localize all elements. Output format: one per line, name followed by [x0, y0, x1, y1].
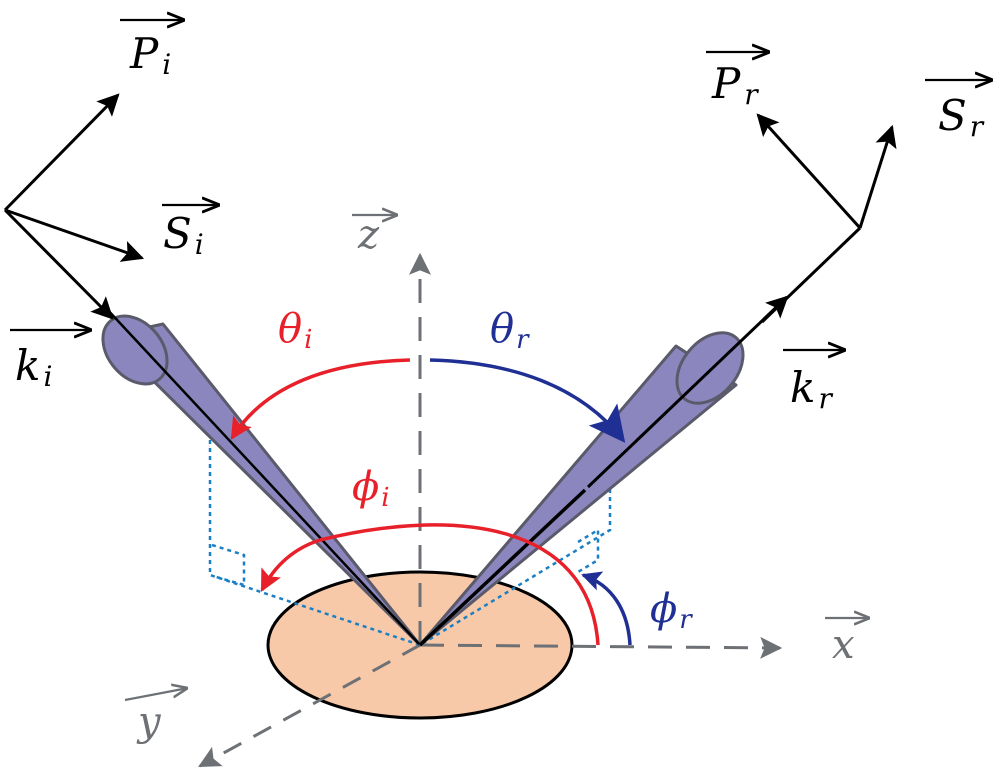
incident-vectors — [3, 93, 145, 320]
y-axis-label: y — [136, 699, 162, 745]
y-axis — [198, 643, 421, 768]
reflected-vectors — [586, 113, 897, 489]
z-axis-label: z — [357, 212, 380, 258]
label-overhead-arrows — [10, 20, 993, 350]
k-incident-arrow — [3, 208, 114, 320]
x-axis — [419, 636, 783, 659]
reflected-beam — [418, 331, 745, 647]
incident-projection-lines — [208, 440, 421, 647]
p-incident-arrow — [3, 93, 120, 212]
theta-reflected-arc — [429, 358, 626, 443]
theta-incident-label: θi — [278, 306, 312, 355]
phi-incident-arc — [260, 523, 600, 646]
k-reflected-arrow — [586, 295, 789, 489]
p-reflected-arrow — [756, 113, 862, 230]
phi-reflected-arc — [581, 571, 632, 646]
axis-label-overhead-arrows — [124, 215, 870, 702]
theta-reflected-label: θr — [490, 306, 530, 355]
coordinate-axes — [198, 252, 783, 768]
s-reflected-arrow — [858, 124, 897, 229]
phi-reflected-label: ϕr — [650, 586, 693, 635]
reflected-projection-lines — [419, 465, 612, 647]
phi-incident-label: ϕi — [352, 464, 390, 513]
theta-incident-arc — [230, 358, 411, 440]
incident-beam — [101, 306, 422, 647]
s-incident-arrow — [4, 208, 145, 262]
x-axis-label: x — [832, 622, 855, 668]
